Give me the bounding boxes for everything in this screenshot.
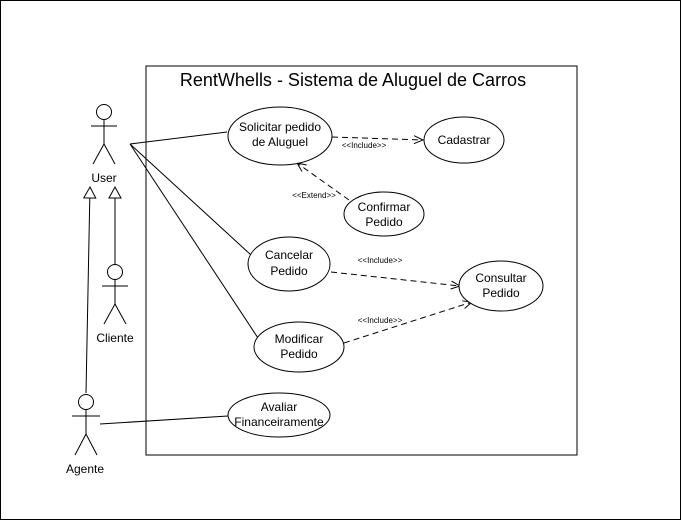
actor-cliente-label: Cliente <box>96 331 134 345</box>
use-case-consultar-label-1: Consultar <box>475 271 526 285</box>
assoc-user-modificar <box>129 143 259 339</box>
use-case-solicitar-label-2: de Aluguel <box>252 135 308 149</box>
actor-agente[interactable] <box>72 394 100 456</box>
include-cancelar-consultar <box>330 271 462 290</box>
use-case-cancelar-pedido[interactable]: Cancelar Pedido <box>247 236 331 292</box>
generalization-agente-user <box>82 185 97 394</box>
assoc-user-cancelar <box>129 143 252 256</box>
actor-cliente[interactable] <box>102 264 128 325</box>
include-modificar-consultar <box>343 300 474 344</box>
include-solicitar-cadastrar <box>331 135 425 145</box>
associations <box>99 131 259 425</box>
stick-figure-icon <box>91 104 117 165</box>
use-case-modificar-pedido[interactable]: Modificar Pedido <box>253 321 345 373</box>
use-case-cancelar-label-1: Cancelar <box>265 248 313 262</box>
dependencies <box>295 135 474 344</box>
use-case-modificar-label-1: Modificar <box>275 332 324 346</box>
use-case-modificar-label-2: Pedido <box>280 347 318 361</box>
use-case-avaliar-label-2: Financeiramente <box>234 415 324 429</box>
use-case-avaliar-financeiramente[interactable]: Avaliar Financeiramente <box>227 392 331 438</box>
label-include-cadastrar: <<Include>> <box>342 141 387 150</box>
use-case-cadastrar[interactable]: Cadastrar <box>423 116 505 164</box>
use-case-avaliar-label-1: Avaliar <box>261 400 297 414</box>
assoc-agente-avaliar <box>99 415 229 425</box>
generalizations <box>82 185 122 394</box>
assoc-user-solicitar <box>129 131 228 145</box>
actor-user[interactable] <box>91 104 117 165</box>
use-case-consultar-label-2: Pedido <box>482 286 520 300</box>
use-case-solicitar-label-1: Solicitar pedido <box>239 120 321 134</box>
use-case-solicitar-pedido[interactable]: Solicitar pedido de Aluguel <box>227 106 333 166</box>
use-case-confirmar-label-1: Confirmar <box>358 200 411 214</box>
stick-figure-icon <box>102 264 128 325</box>
label-include-modificar: <<Include>> <box>358 316 403 325</box>
use-case-cancelar-label-2: Pedido <box>270 264 308 278</box>
label-extend-confirmar: <<Extend>> <box>292 191 336 200</box>
use-case-confirmar-label-2: Pedido <box>365 215 403 229</box>
system-title: RentWhells - Sistema de Aluguel de Carro… <box>180 70 526 90</box>
system-boundary <box>145 65 578 456</box>
use-case-cadastrar-label: Cadastrar <box>438 133 491 147</box>
use-case-confirmar-pedido[interactable]: Confirmar Pedido <box>343 191 425 237</box>
actor-user-label: User <box>91 171 116 185</box>
label-include-cancelar: <<Include>> <box>358 256 403 265</box>
use-case-consultar-pedido[interactable]: Consultar Pedido <box>458 260 544 312</box>
actor-agente-label: Agente <box>66 462 104 476</box>
extend-confirmar-solicitar <box>295 162 350 201</box>
stick-figure-icon <box>72 394 100 456</box>
